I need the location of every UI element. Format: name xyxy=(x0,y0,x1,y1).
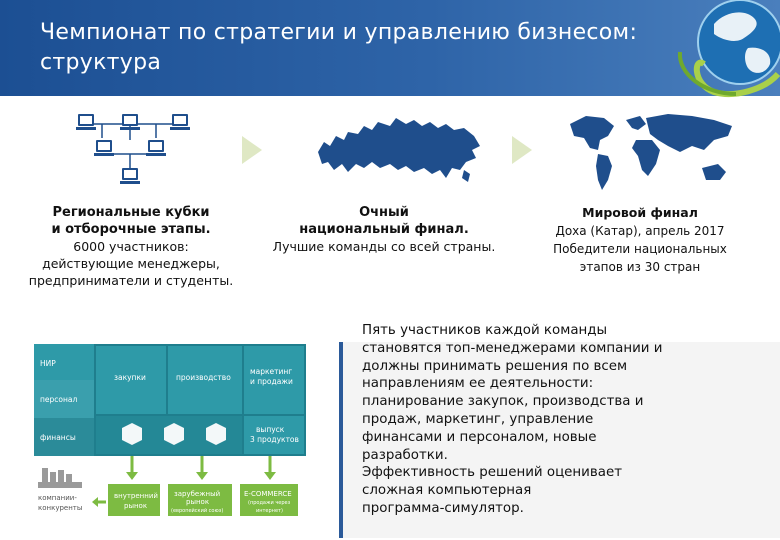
header-banner: Чемпионат по стратегии и управлению бизн… xyxy=(0,0,780,97)
stage-title: Мировой финал xyxy=(582,205,698,220)
stage-text: Доха (Катар), апрель 2017 xyxy=(555,224,725,238)
stage-national: Очный национальный финал. Лучшие команды… xyxy=(236,204,532,255)
diagram-label: НИР xyxy=(40,359,56,368)
description-line: сложная компьютерная xyxy=(362,483,532,499)
diagram-label: внутренний xyxy=(114,492,158,500)
diagram-label: выпуск xyxy=(256,425,285,434)
russia-map-icon xyxy=(318,118,480,182)
diagram-label: и продажи xyxy=(250,377,293,386)
stage-text: предприниматели и студенты. xyxy=(28,273,234,288)
stage-text: этапов из 30 стран xyxy=(579,260,701,274)
diagram-label: производство xyxy=(176,373,231,382)
description-line: продаж, маркетинг, управление xyxy=(362,411,594,427)
page-title: Чемпионат по стратегии и управлению бизн… xyxy=(40,20,638,75)
diagram-label: маркетинг xyxy=(250,367,292,376)
description-line: программа-симулятор. xyxy=(362,500,524,516)
diagram-label: E-COMMERCE xyxy=(244,490,292,498)
diagram-label: интернет) xyxy=(256,508,283,514)
description-line: Эффективность решений оценивает xyxy=(362,465,623,481)
diagram-label: зарубежный xyxy=(174,490,220,498)
text-panel-background xyxy=(343,342,780,538)
world-map-icon xyxy=(570,114,732,190)
diagram-label: (продажи через xyxy=(248,500,291,506)
description-line: направлениям ее деятельности: xyxy=(362,376,594,392)
stage-title: и отборочные этапы. xyxy=(51,222,211,237)
stage-title: национальный финал. xyxy=(299,222,469,237)
diagram-label: 3 продуктов xyxy=(250,435,299,444)
diagram-label: рынок xyxy=(186,498,209,506)
description-line: становятся топ-менеджерами компании и xyxy=(362,340,663,356)
stage-world: Мировой финал Доха (Катар), апрель 2017 … xyxy=(530,204,750,276)
description-text: Пять участников каждой команды становятс… xyxy=(362,322,762,518)
diagram-label: закупки xyxy=(114,373,146,382)
stage-title: Очный xyxy=(359,205,409,220)
description-line: планирование закупок, производства и xyxy=(362,394,644,410)
stage-text: действующие менеджеры, xyxy=(42,256,220,271)
description-line: должны принимать решения по всем xyxy=(362,358,628,374)
arrow-right-icon xyxy=(242,136,262,164)
diagram-label: финансы xyxy=(40,433,76,442)
arrow-right-icon xyxy=(512,136,532,164)
diagram-label: персонал xyxy=(40,395,77,404)
stage-text: Лучшие команды со всей страны. xyxy=(272,239,496,254)
business-simulation-diagram: НИР персонал финансы закупки производств… xyxy=(34,344,306,516)
diagram-label: компании- xyxy=(38,494,77,502)
stage-title: Региональные кубки xyxy=(52,205,210,220)
accent-bar xyxy=(339,342,343,538)
network-computers-icon xyxy=(76,114,190,184)
description-line: Пять участников каждой команды xyxy=(362,323,608,338)
description-line: разработки. xyxy=(362,447,448,463)
stage-text: 6000 участников: xyxy=(73,239,189,254)
globe-icon xyxy=(677,0,780,97)
stage-regional: Региональные кубки и отборочные этапы. 6… xyxy=(0,204,262,289)
diagram-label: рынок xyxy=(124,502,147,510)
stage-text: Победители национальных xyxy=(553,242,727,256)
diagram-label: конкуренты xyxy=(38,504,82,512)
diagram-label: (европейский союз) xyxy=(171,507,223,514)
description-line: финансами и персоналом, новые xyxy=(362,429,597,445)
